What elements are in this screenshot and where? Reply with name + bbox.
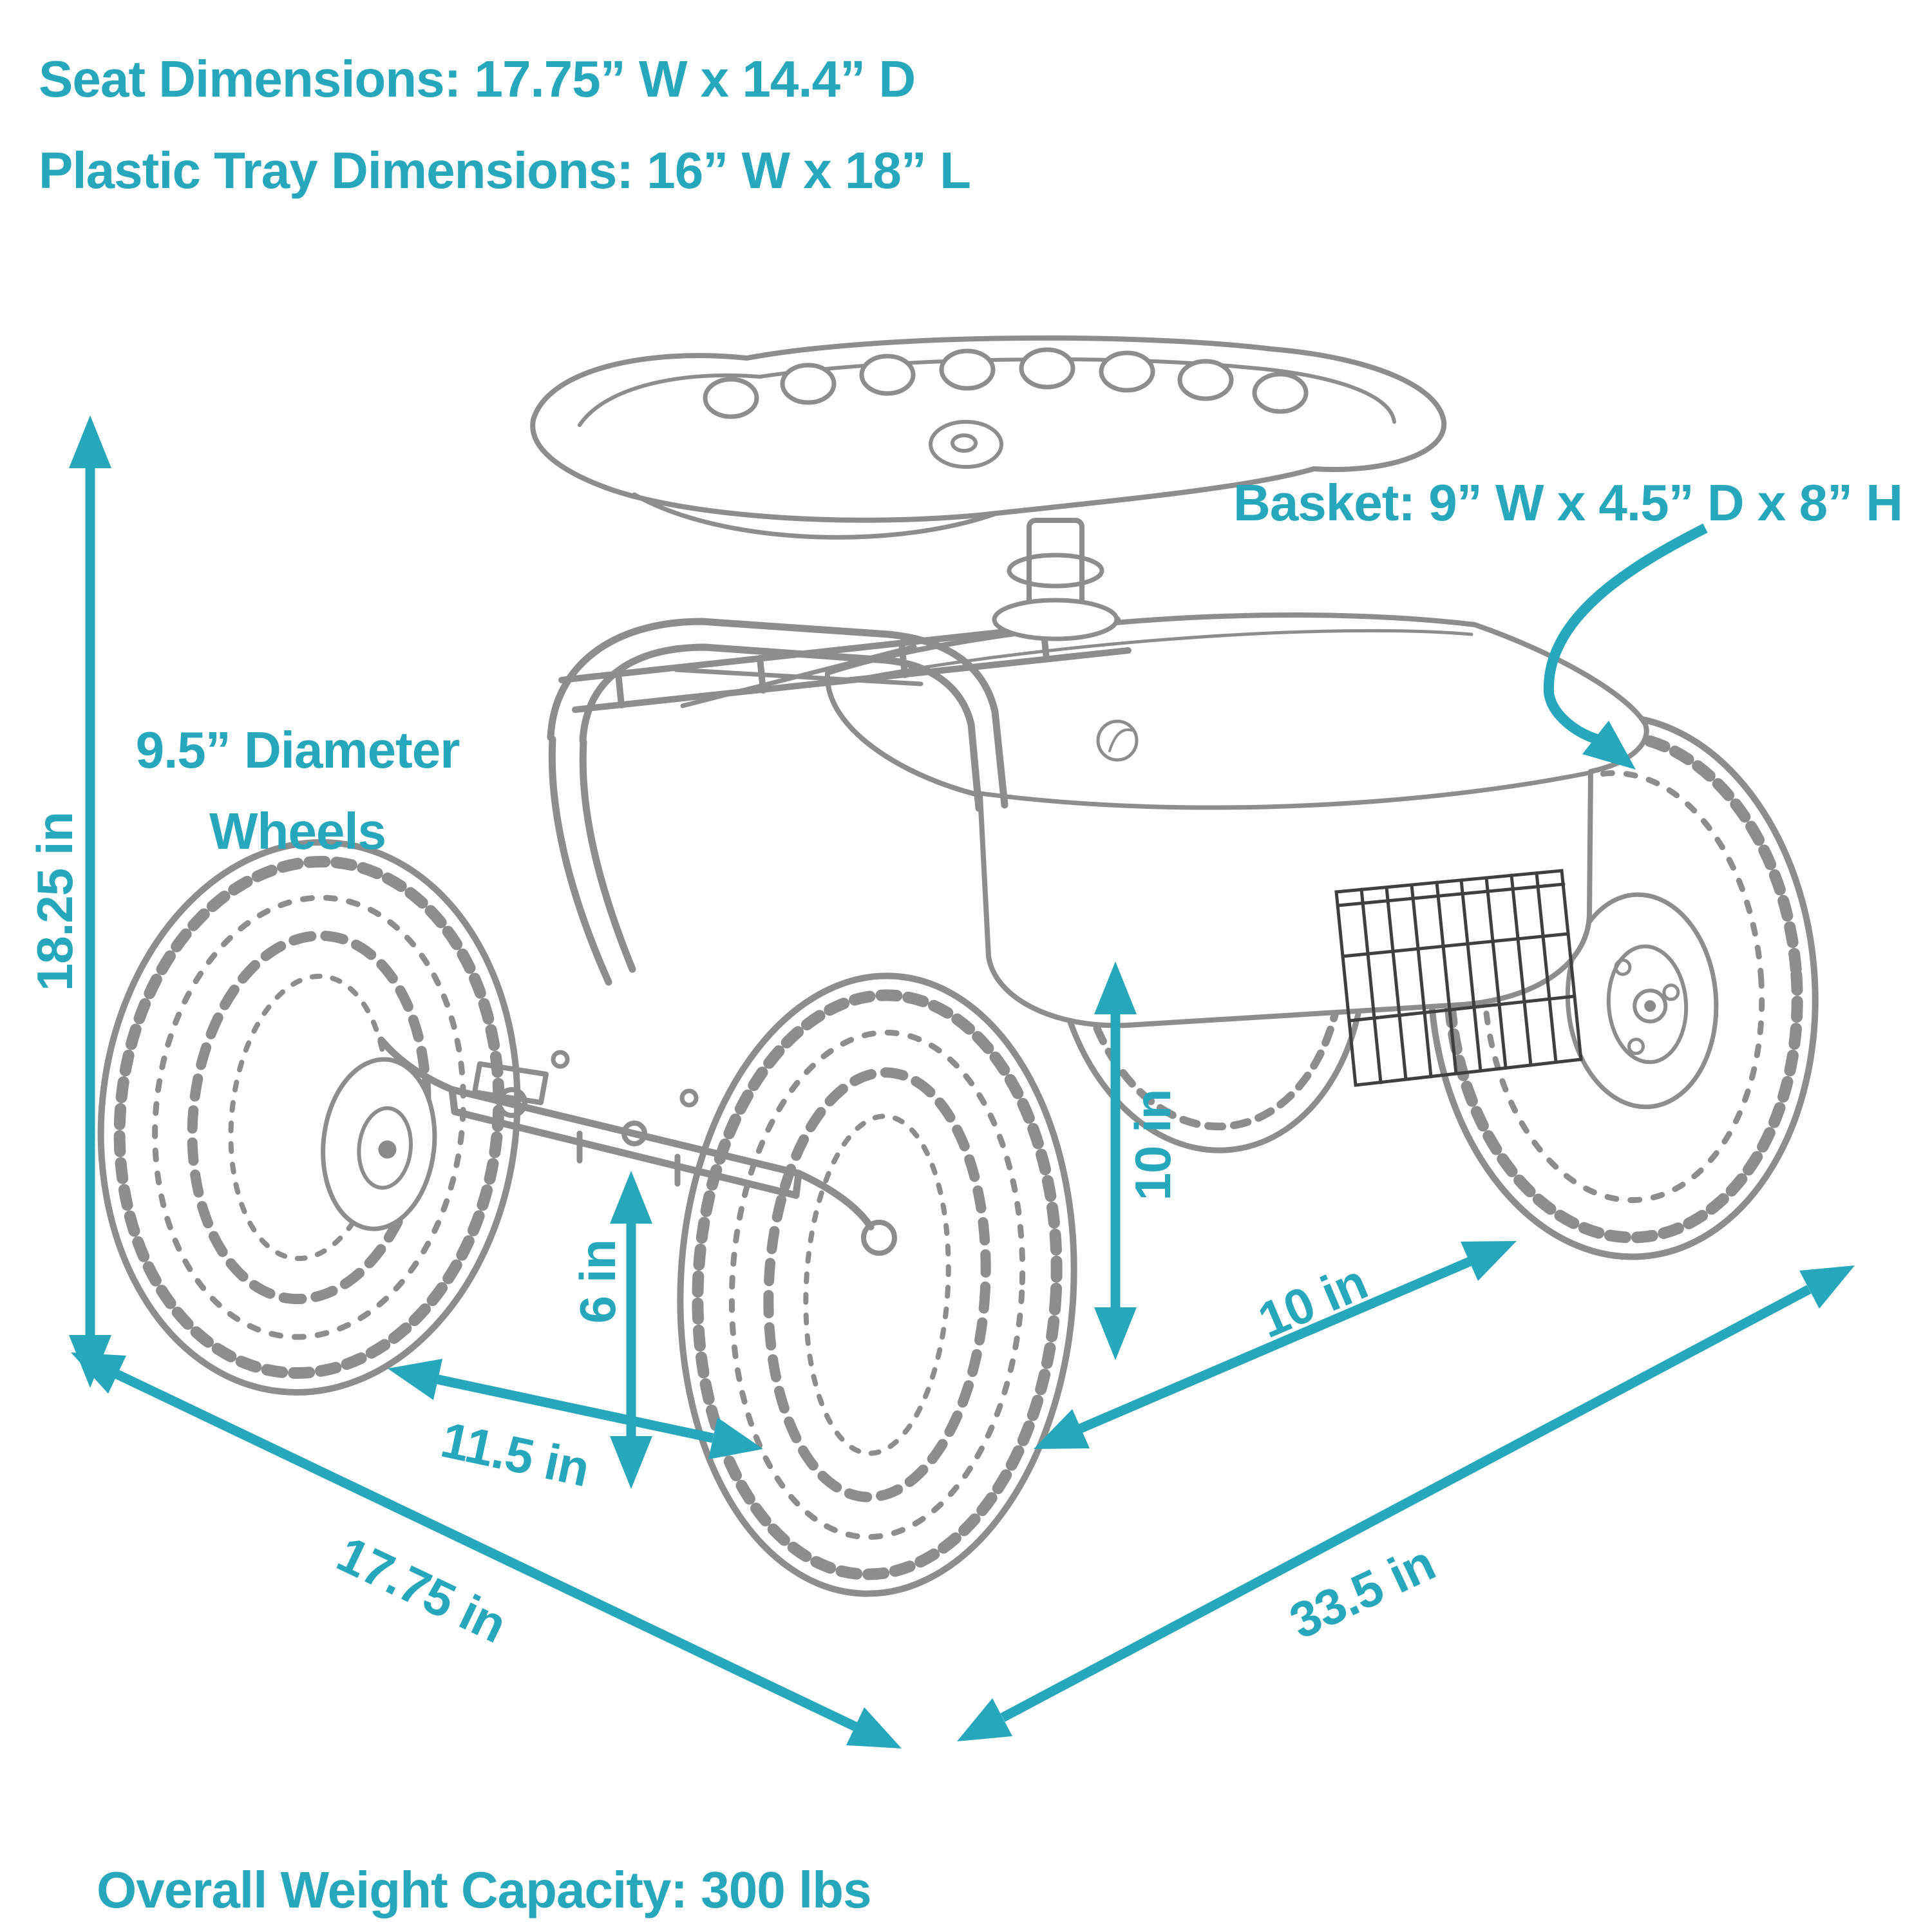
arrow-up-icon bbox=[69, 415, 111, 468]
arrow-down-icon bbox=[610, 1436, 652, 1489]
axle-assembly-sketch bbox=[377, 1036, 897, 1256]
rear-section-label: 10 in bbox=[1250, 1253, 1374, 1349]
front-left-wheel-sketch bbox=[97, 839, 521, 1396]
tractor-seat-sketch bbox=[530, 335, 1447, 540]
seat-post-sketch bbox=[992, 518, 1119, 641]
front-center-wheel-sketch bbox=[677, 972, 1077, 1597]
basket-dimensions-label: Basket: 9” W x 4.5” D x 8” H bbox=[1233, 474, 1902, 531]
front-track-label: 11.5 in bbox=[437, 1411, 594, 1497]
weight-capacity-label: Overall Weight Capacity: 300 lbs bbox=[97, 1861, 871, 1918]
tray-logo-icon bbox=[1096, 719, 1139, 762]
arrow-up-right-icon bbox=[1461, 1241, 1517, 1281]
arrow-up-left-icon bbox=[71, 1352, 126, 1394]
tool-rack-sketch bbox=[558, 616, 1132, 713]
wheel-frame-height-dimension: 10 in bbox=[1094, 961, 1181, 1360]
seat-dimensions-label: Seat Dimensions: 17.75” W x 14.4” D bbox=[39, 50, 915, 108]
arrow-down-icon bbox=[1094, 1307, 1137, 1360]
wheel-diameter-label-line1: 9.5” Diameter bbox=[136, 721, 460, 779]
tray-body-sketch bbox=[824, 612, 1649, 1028]
hub-center bbox=[378, 1140, 397, 1159]
arrow-up-icon bbox=[610, 1171, 652, 1224]
clearance-dimension: 6 in bbox=[569, 1171, 652, 1489]
overall-width-label: 17.75 in bbox=[329, 1525, 515, 1653]
arrow-down-right-icon bbox=[1582, 721, 1636, 770]
overall-length-dimension: 33.5 in bbox=[957, 1265, 1855, 1741]
arrow-up-left-icon bbox=[388, 1359, 442, 1400]
wheel-frame-height-label: 10 in bbox=[1124, 1090, 1181, 1201]
arrow-down-left-icon bbox=[1034, 1409, 1090, 1449]
arrow-down-right-icon bbox=[846, 1707, 902, 1748]
arrow-down-left-icon bbox=[957, 1698, 1012, 1741]
storage-basket-sketch bbox=[1334, 869, 1583, 1087]
tray-dimensions-label: Plastic Tray Dimensions: 16” W x 18” L bbox=[39, 142, 971, 199]
frame-tubes-sketch bbox=[547, 618, 1009, 986]
arrow-down-right-icon bbox=[708, 1417, 763, 1459]
overall-height-dimension: 18.25 in bbox=[26, 415, 111, 1388]
arrow-up-right-icon bbox=[1799, 1265, 1855, 1309]
hub-center bbox=[1644, 1000, 1656, 1012]
clearance-label: 6 in bbox=[569, 1240, 626, 1323]
wheel-diameter-label-line2: Wheels bbox=[209, 802, 386, 860]
overall-height-label: 18.25 in bbox=[26, 812, 83, 991]
arrow-up-icon bbox=[1094, 961, 1137, 1014]
basket-callout-arrow bbox=[1543, 523, 1708, 770]
rear-section-dimension: 10 in bbox=[1034, 1241, 1517, 1449]
